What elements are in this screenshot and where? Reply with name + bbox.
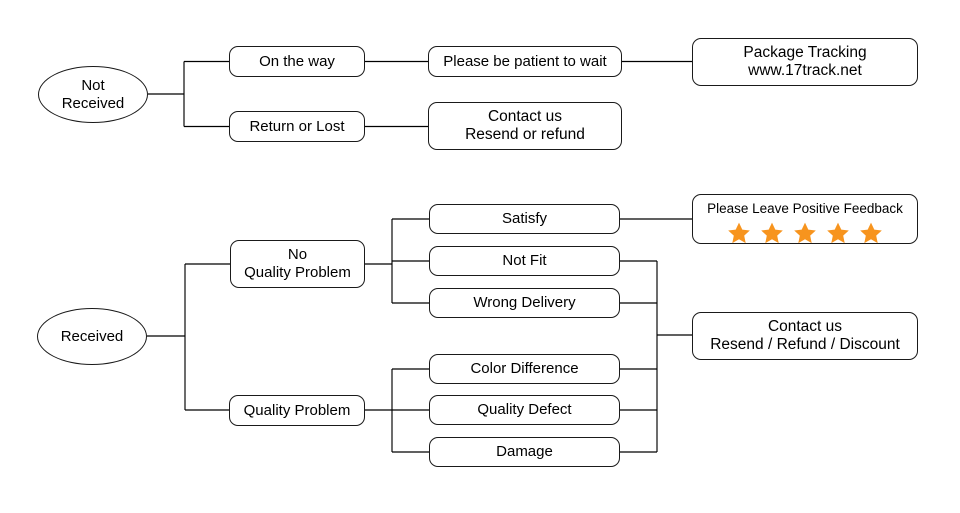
not-received-label-line1: Not <box>81 76 105 94</box>
return-or-lost-label: Return or Lost <box>249 117 345 135</box>
on-the-way-label: On the way <box>259 52 335 70</box>
node-option-color-difference[interactable]: Color Difference <box>429 354 620 384</box>
package-tracking-url[interactable]: www.17track.net <box>748 62 862 79</box>
node-quality-problem[interactable]: Quality Problem <box>229 395 365 426</box>
please-be-patient-label: Please be patient to wait <box>443 52 607 70</box>
node-option-wrong-delivery[interactable]: Wrong Delivery <box>429 288 620 318</box>
node-package-tracking[interactable]: Package Tracking www.17track.net <box>692 38 918 86</box>
node-please-be-patient[interactable]: Please be patient to wait <box>428 46 622 77</box>
node-return-or-lost[interactable]: Return or Lost <box>229 111 365 142</box>
node-not-received[interactable]: Not Received <box>38 66 148 123</box>
star-icon-1[interactable] <box>727 221 751 245</box>
star-icon-5[interactable] <box>859 221 883 245</box>
option-damage-label: Damage <box>496 443 553 461</box>
option-wrong-delivery-label: Wrong Delivery <box>473 294 576 312</box>
received-label: Received <box>60 327 124 345</box>
no-quality-problem-line2: Quality Problem <box>244 264 351 281</box>
node-on-the-way[interactable]: On the way <box>229 46 365 77</box>
star-icon-2[interactable] <box>760 221 784 245</box>
node-option-satisfy[interactable]: Satisfy <box>429 204 620 234</box>
node-positive-feedback[interactable]: Please Leave Positive Feedback <box>692 194 918 244</box>
node-option-quality-defect[interactable]: Quality Defect <box>429 395 620 425</box>
not-received-label-line2: Received <box>61 94 125 112</box>
contact-discount-line1: Contact us <box>767 317 843 335</box>
node-no-quality-problem[interactable]: No Quality Problem <box>230 240 365 288</box>
node-option-not-fit[interactable]: Not Fit <box>429 246 620 276</box>
contact-resend-refund-line1: Contact us <box>487 107 563 125</box>
positive-feedback-label: Please Leave Positive Feedback <box>707 201 903 216</box>
option-satisfy-label: Satisfy <box>501 210 547 228</box>
star-icon-3[interactable] <box>793 221 817 245</box>
option-quality-defect-label: Quality Defect <box>477 401 572 419</box>
no-quality-problem-line1: No <box>287 246 308 264</box>
contact-discount-line2: Resend / Refund / Discount <box>710 336 900 353</box>
package-tracking-title: Package Tracking <box>743 43 867 61</box>
node-contact-resend-or-refund[interactable]: Contact us Resend or refund <box>428 102 622 150</box>
contact-resend-refund-line2: Resend or refund <box>465 126 585 143</box>
node-option-damage[interactable]: Damage <box>429 437 620 467</box>
node-contact-resend-refund-discount[interactable]: Contact us Resend / Refund / Discount <box>692 312 918 360</box>
node-received[interactable]: Received <box>37 308 147 365</box>
star-icon-4[interactable] <box>826 221 850 245</box>
quality-problem-label: Quality Problem <box>243 401 351 419</box>
option-not-fit-label: Not Fit <box>502 252 547 270</box>
star-rating[interactable] <box>727 221 883 245</box>
option-color-difference-label: Color Difference <box>470 360 579 378</box>
